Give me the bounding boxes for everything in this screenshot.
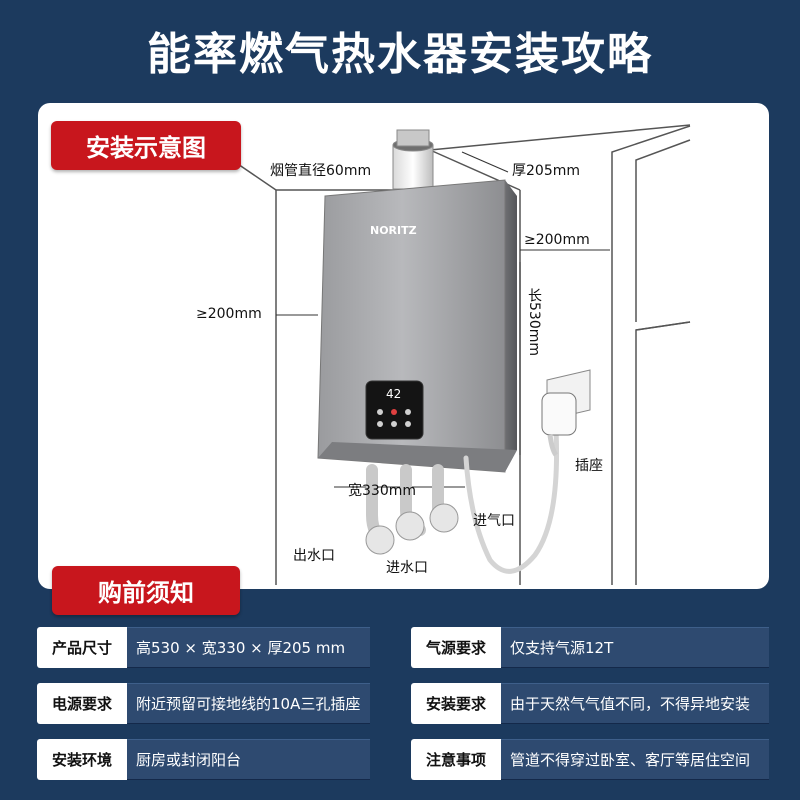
info-row: 注意事项 管道不得穿过卧室、客厅等居住空间 — [411, 739, 769, 780]
diagram-section-badge: 安装示意图 — [51, 121, 241, 170]
water-outlet-label: 出水口 — [293, 548, 335, 564]
page-title: 能率燃气热水器安装攻略 — [147, 29, 653, 80]
info-row: 产品尺寸 高530 × 宽330 × 厚205 mm — [37, 627, 370, 668]
installation-diagram — [231, 124, 691, 585]
water-heater — [317, 179, 517, 473]
info-key: 气源要求 — [411, 627, 501, 668]
info-key: 安装环境 — [37, 739, 127, 780]
notes-section-badge: 购前须知 — [52, 566, 240, 615]
display-readout: 42 — [386, 387, 402, 401]
flue-pipe — [392, 129, 434, 190]
info-key: 产品尺寸 — [37, 627, 127, 668]
info-value: 高530 × 宽330 × 厚205 mm — [127, 627, 370, 668]
gas-inlet-label: 进气口 — [473, 513, 515, 529]
info-row: 电源要求 附近预留可接地线的10A三孔插座 — [37, 683, 370, 724]
socket-label: 插座 — [575, 458, 603, 474]
info-row: 安装环境 厨房或封闭阳台 — [37, 739, 370, 780]
depth-label: 厚205mm — [512, 163, 580, 179]
info-row: 安装要求 由于天然气气值不同，不得异地安装 — [411, 683, 769, 724]
width-label: 宽330mm — [348, 483, 416, 499]
info-value: 管道不得穿过卧室、客厅等居住空间 — [501, 739, 769, 780]
door-frame — [611, 125, 691, 585]
info-key: 安装要求 — [411, 683, 501, 724]
pipe-valves — [365, 503, 459, 555]
info-row: 气源要求 仅支持气源12T — [411, 627, 769, 668]
info-key: 注意事项 — [411, 739, 501, 780]
info-key: 电源要求 — [37, 683, 127, 724]
power-socket — [541, 369, 591, 457]
info-value: 仅支持气源12T — [501, 627, 769, 668]
installation-diagram-panel: NORITZ 42 — [38, 103, 769, 589]
info-value: 厨房或封闭阳台 — [127, 739, 370, 780]
left-clearance-label: ≥200mm — [196, 306, 262, 322]
info-value: 由于天然气气值不同，不得异地安装 — [501, 683, 769, 724]
info-value: 附近预留可接地线的10A三孔插座 — [127, 683, 370, 724]
flue-diameter-label: 烟管直径60mm — [270, 163, 372, 179]
right-clearance-label: ≥200mm — [524, 232, 590, 248]
brand-logo: NORITZ — [370, 224, 417, 237]
water-inlet-label: 进水口 — [386, 560, 428, 576]
height-label: 长530mm — [526, 288, 542, 356]
